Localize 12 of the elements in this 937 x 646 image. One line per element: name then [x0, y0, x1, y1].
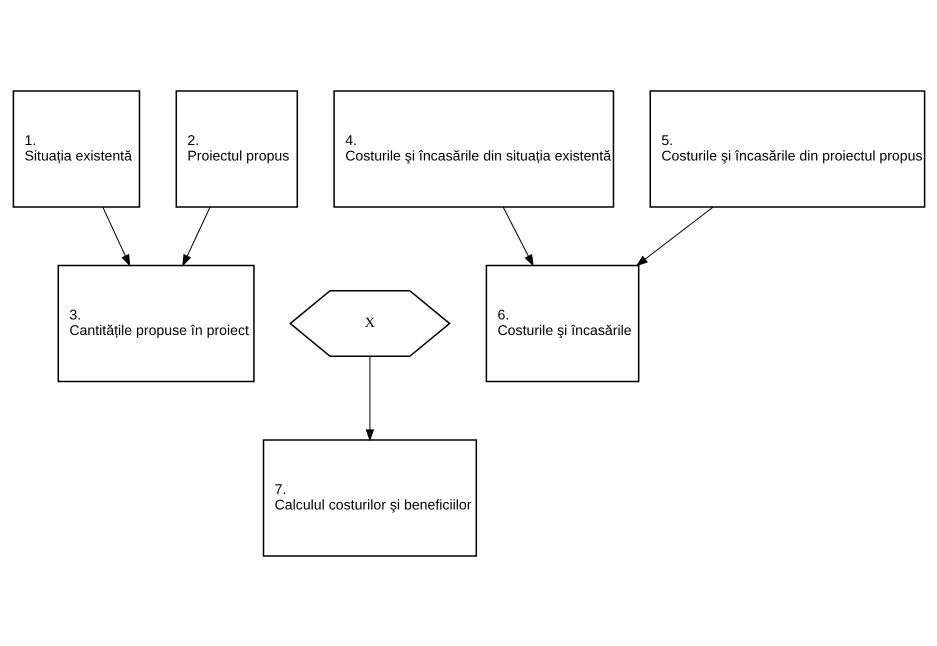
node-box: 6. Costurile şi încasările: [485, 264, 639, 382]
node-box: 2. Proiectul propus: [175, 90, 298, 208]
arrow: [365, 356, 374, 441]
node-box: 1. Situația existentă: [12, 90, 140, 208]
node-box: 7. Calculul costurilor şi beneficiilor: [262, 438, 477, 556]
arrow: [102, 206, 130, 266]
node-box: 3. Cantitățile propuse în proiect: [57, 264, 254, 382]
arrow: [182, 206, 210, 266]
node-box: 4. Costurile şi încasările din situația existentă: [332, 90, 614, 208]
arrow: [635, 206, 713, 266]
arrow: [502, 206, 534, 266]
node-box: 5. Costurile şi încasările din proiectul propus: [649, 90, 925, 208]
